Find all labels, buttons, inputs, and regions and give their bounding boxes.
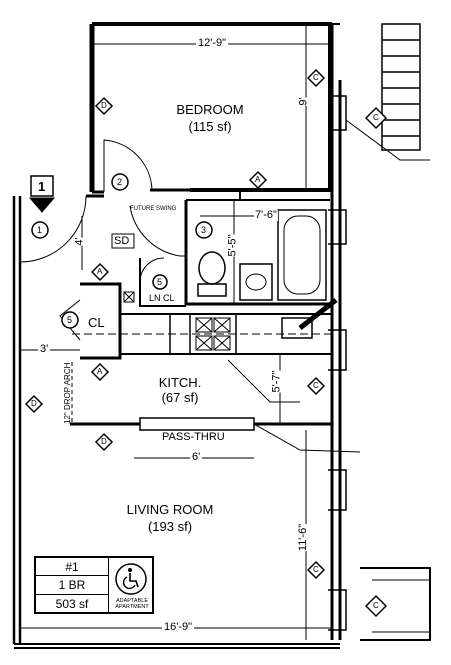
marker-c-ext	[364, 106, 388, 130]
bedroom-name: BEDROOM	[176, 102, 244, 117]
door-tag-circle	[195, 221, 213, 239]
key-plan-arrow	[28, 197, 56, 213]
closet-dim: 3'	[38, 343, 51, 355]
door-tag: 2	[117, 177, 123, 187]
living-depth-dim: 11'-6"	[297, 523, 310, 552]
unit-number: #1	[65, 560, 79, 574]
door-tag-circle	[152, 274, 168, 290]
exterior-wall-right	[330, 24, 342, 640]
key-plan-number: 1	[38, 179, 46, 194]
marker-letter-d: D	[101, 437, 107, 446]
bedroom-door-swing	[103, 139, 153, 192]
linen-closet-label: LN CL	[149, 293, 175, 303]
marker-d	[94, 432, 114, 452]
door-tag: 3	[201, 225, 207, 235]
closet-label: CL	[88, 315, 105, 330]
marker-letter-c: C	[373, 601, 379, 610]
marker-a	[90, 262, 110, 282]
kitchen-area: (67 sf)	[161, 390, 199, 405]
bedroom-width-dim: 12'-9"	[196, 37, 229, 49]
exterior-wall-bottom	[14, 643, 340, 649]
pass-thru-dim: 6'	[190, 451, 203, 463]
toilet-bowl	[198, 251, 226, 285]
window	[328, 95, 347, 131]
marker-letter-c: C	[313, 381, 319, 390]
building-outline	[381, 23, 421, 151]
marker-c	[306, 560, 326, 580]
marker-d	[24, 394, 44, 414]
living-width-dim: 16'-9"	[162, 621, 195, 633]
marker-letter-c: C	[313, 565, 319, 574]
ada-label: ADAPTABLE APARTMENT	[115, 598, 149, 611]
bedroom-wall	[92, 22, 332, 192]
entry-door-swing	[19, 195, 87, 263]
linen-closet	[139, 258, 186, 307]
marker-letter-a: A	[97, 367, 103, 376]
marker-c-ext	[364, 594, 388, 618]
window	[328, 329, 347, 371]
future-swing-label: FUTURE SWING	[130, 206, 177, 212]
marker-letter-d: D	[101, 101, 107, 110]
bathtub	[277, 209, 327, 301]
door-tag-circle	[111, 173, 129, 191]
bath-wall	[184, 200, 330, 306]
exterior-wall-left	[12, 196, 22, 644]
window	[328, 589, 347, 631]
marker-d	[94, 96, 114, 116]
door-tag: 5	[157, 277, 163, 287]
living-area: (193 sf)	[147, 519, 193, 534]
marker-c	[306, 68, 326, 88]
sd-label: SD	[114, 235, 130, 247]
living-name: LIVING ROOM	[126, 502, 214, 517]
pass-thru-label: PASS-THRU	[162, 431, 225, 443]
bedroom-depth-dim: 9'	[297, 97, 310, 106]
range-burners	[195, 317, 231, 351]
window	[328, 469, 347, 511]
kitchen-name: KITCH.	[158, 375, 202, 390]
wheelchair-icon	[115, 563, 147, 595]
unit-info-box: #1 1 BR 503 sf ADAPTABLE APARTMENT	[34, 556, 154, 614]
marker-letter-a: A	[97, 267, 103, 276]
sink-counter	[239, 263, 273, 301]
bath-width-dim: 7'-6"	[254, 209, 278, 221]
marker-letter-c: C	[313, 73, 319, 82]
key-plan-box	[30, 175, 54, 197]
unit-type: 1 BR	[58, 578, 86, 592]
entry-dim: 4'	[73, 237, 86, 246]
door-tag-circle	[31, 221, 49, 239]
window	[328, 209, 347, 245]
marker-letter-c: C	[373, 113, 379, 122]
bedroom-bottom-wall	[92, 188, 190, 194]
drop-arch-label: 12" DROP ARCH	[63, 362, 72, 424]
door-tag: 5	[67, 315, 73, 325]
kitchen-sink	[281, 317, 313, 339]
marker-letter-d: D	[31, 399, 37, 408]
kitchen-depth-dim: 5'-7"	[270, 370, 283, 393]
bath-depth-dim: 5'-5"	[226, 234, 239, 257]
pass-thru-counter	[139, 417, 255, 431]
marker-c	[306, 376, 326, 396]
toilet-tank	[197, 283, 227, 297]
bath-door-swing	[129, 205, 187, 257]
door-tag: 1	[37, 225, 43, 235]
door-tag-circle	[61, 311, 79, 329]
unit-area: 503 sf	[55, 597, 89, 611]
marker-letter-a: A	[255, 175, 261, 184]
bedroom-area: (115 sf)	[188, 119, 232, 134]
marker-a	[90, 362, 110, 382]
marker-a	[248, 170, 268, 190]
